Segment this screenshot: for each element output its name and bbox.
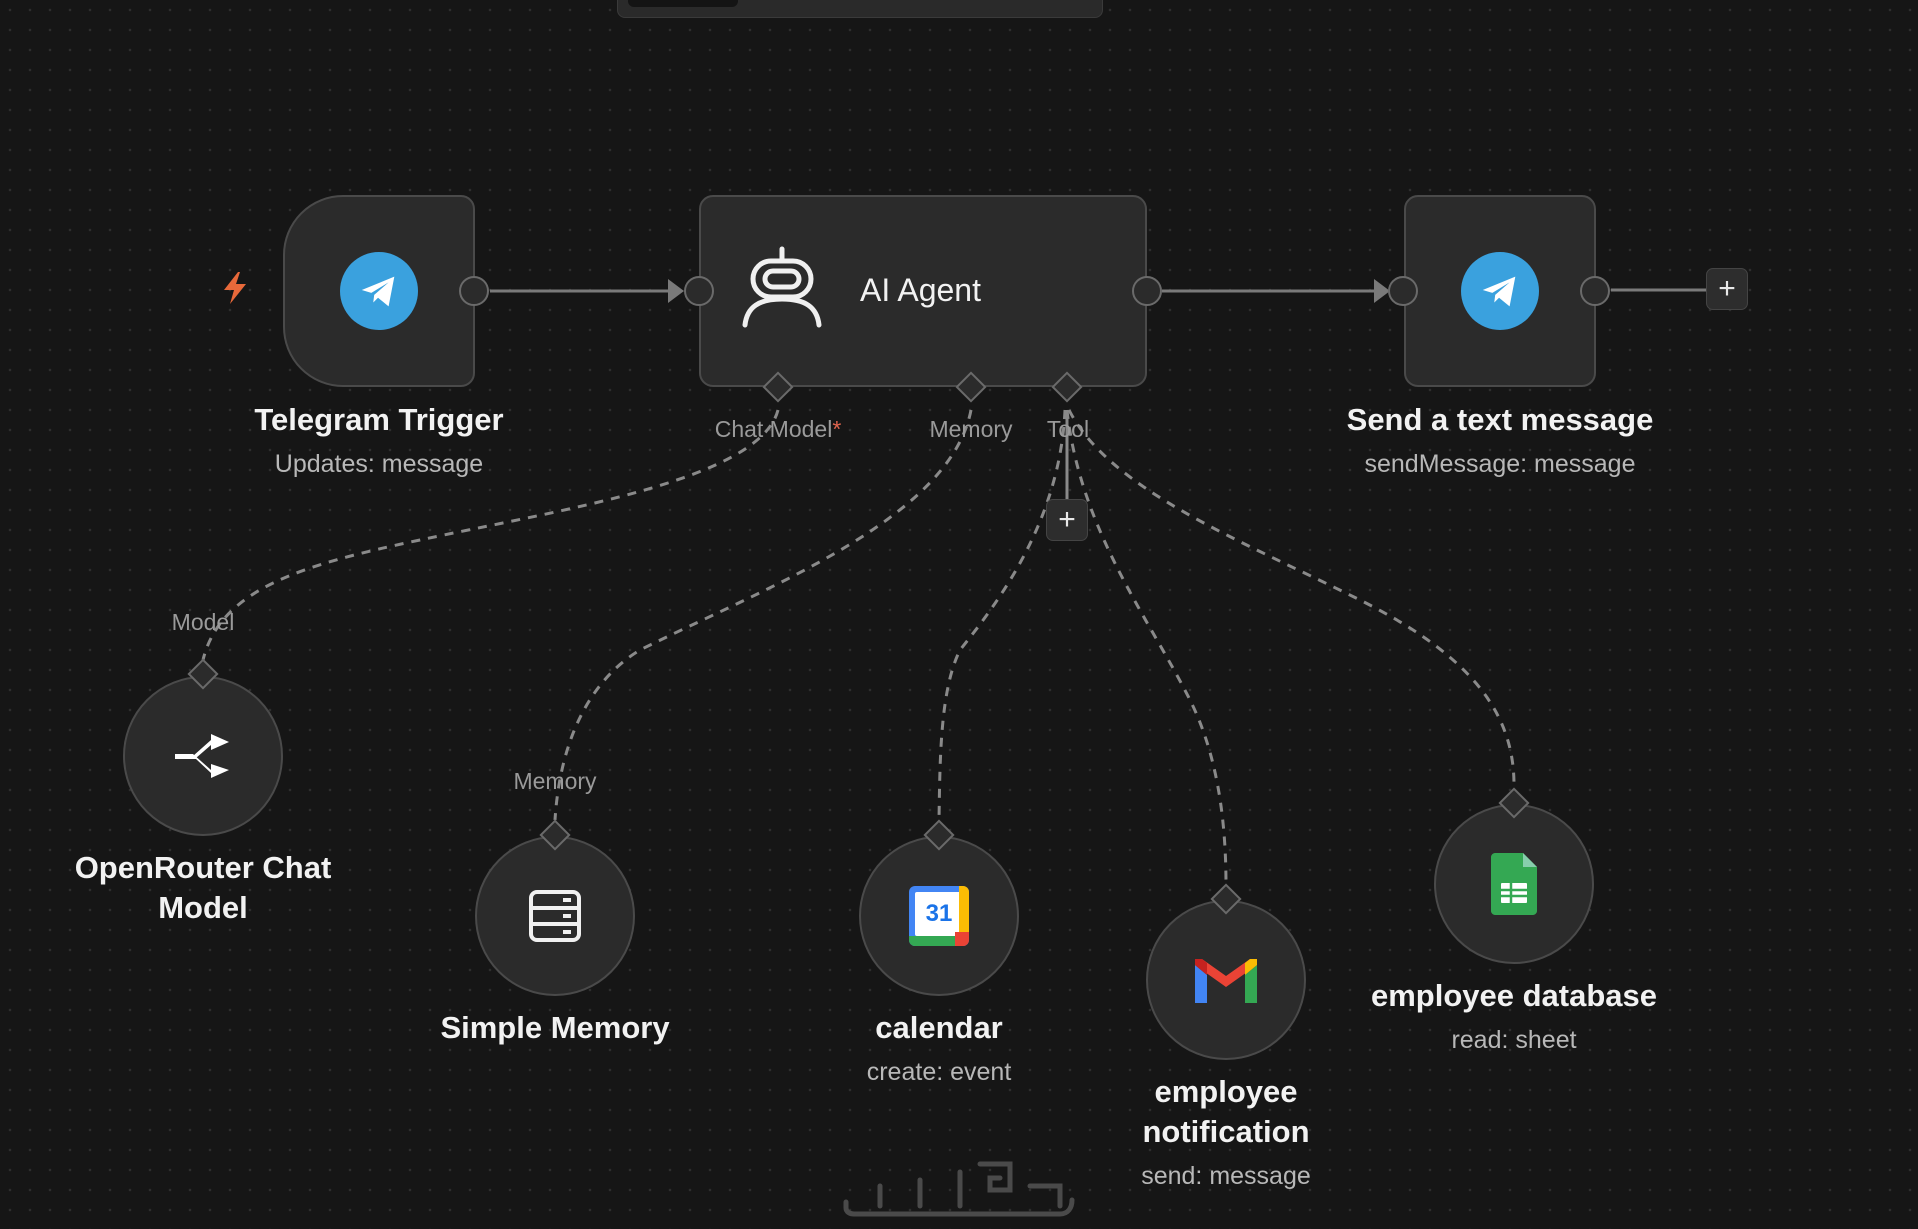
telegram-trigger-title: Telegram Trigger: [254, 402, 504, 437]
trigger-output-port[interactable]: [459, 276, 489, 306]
watermark-logo: [843, 1161, 1075, 1217]
required-marker: *: [832, 416, 842, 442]
edge-tool-sheets: [1067, 409, 1516, 786]
top-toolbar: [617, 0, 1103, 18]
chat-model-handle-label: Chat Model*: [698, 416, 858, 443]
calendar-title: calendar: [875, 1010, 1003, 1045]
employee-database-title: employee database: [1370, 978, 1658, 1013]
edge-chat-model: [201, 409, 780, 661]
send-output-port[interactable]: [1580, 276, 1610, 306]
database-icon: [529, 890, 581, 942]
ai-agent-title: AI Agent: [860, 272, 981, 308]
employee-notification-subtitle: send: message: [1141, 1162, 1311, 1190]
calendar-day-text: 31: [925, 900, 953, 927]
employee-database-node[interactable]: [1434, 804, 1594, 964]
telegram-trigger-node[interactable]: [283, 195, 475, 387]
robot-icon: [742, 246, 822, 328]
simple-memory-handle-label: Memory: [513, 768, 597, 794]
simple-memory-node[interactable]: [475, 836, 635, 996]
add-node-button[interactable]: +: [1706, 268, 1748, 310]
tool-handle-label: Tool: [1046, 416, 1090, 442]
calendar-node[interactable]: 31: [859, 836, 1019, 996]
add-tool-button[interactable]: +: [1046, 499, 1088, 541]
employee-notification-title-line1: employee: [1154, 1074, 1298, 1109]
employee-notification-node[interactable]: [1146, 900, 1306, 1060]
edge-memory: [553, 409, 973, 821]
telegram-icon: [340, 252, 418, 330]
openrouter-title-line2: Model: [158, 890, 248, 925]
telegram-icon: [1461, 252, 1539, 330]
openrouter-handle-label: Model: [171, 609, 235, 635]
openrouter-icon: [175, 734, 229, 778]
telegram-trigger-subtitle: Updates: message: [274, 450, 484, 478]
ai-agent-node[interactable]: [699, 195, 1147, 387]
send-input-port[interactable]: [1388, 276, 1418, 306]
trigger-bolt-icon: [224, 272, 246, 304]
send-message-node[interactable]: [1404, 195, 1596, 387]
openrouter-node[interactable]: [123, 676, 283, 836]
employee-database-subtitle: read: sheet: [1451, 1026, 1577, 1054]
calendar-subtitle: create: event: [866, 1058, 1012, 1086]
gmail-icon: [1195, 959, 1257, 1003]
send-message-subtitle: sendMessage: message: [1364, 450, 1636, 478]
toolbar-tab[interactable]: [628, 0, 738, 7]
chat-model-label-text: Chat Model: [714, 416, 833, 442]
agent-input-port[interactable]: [684, 276, 714, 306]
arrow-to-send: [1374, 279, 1390, 303]
employee-notification-title-line2: notification: [1142, 1114, 1310, 1149]
edge-tool-calendar: [937, 409, 1067, 821]
google-sheets-icon: [1491, 853, 1537, 915]
arrow-to-agent: [668, 279, 684, 303]
openrouter-title-line1: OpenRouter Chat: [74, 850, 332, 885]
google-calendar-icon: 31: [909, 886, 969, 946]
memory-handle-label: Memory: [929, 416, 1013, 442]
send-message-title: Send a text message: [1346, 402, 1654, 437]
simple-memory-title: Simple Memory: [440, 1010, 670, 1045]
agent-output-port[interactable]: [1132, 276, 1162, 306]
edge-tool-gmail: [1065, 409, 1228, 886]
